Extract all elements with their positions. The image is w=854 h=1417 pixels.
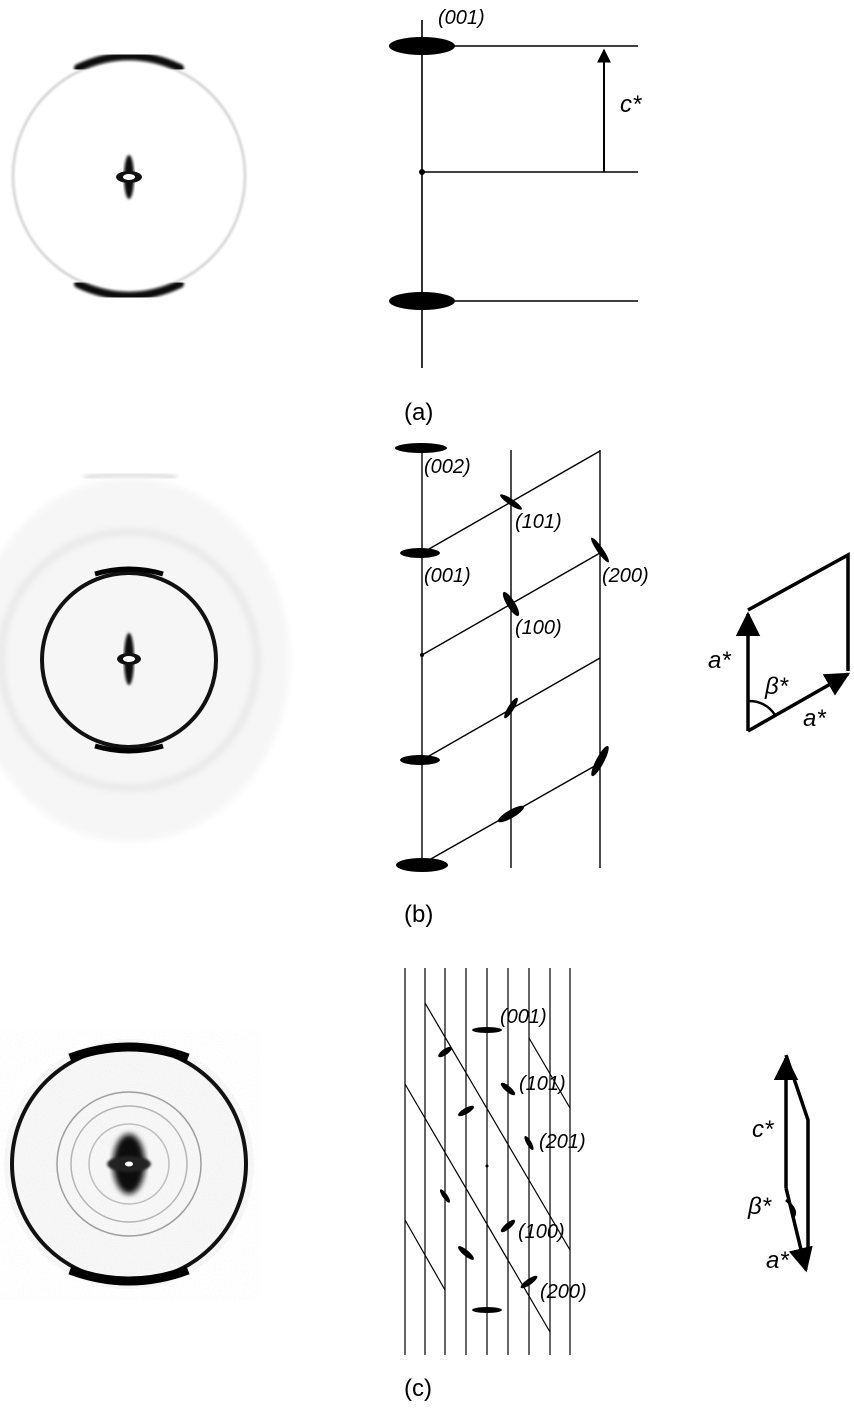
reflection-spot [389,292,455,310]
lattice-c [404,968,571,1355]
unit-cell-b [735,552,851,733]
angle-label: β* [747,1193,772,1220]
reflection-label: (002) [424,456,471,478]
reflection-spots-b [395,443,609,872]
angle-label: β* [764,673,789,700]
vector-label: c* [620,91,642,118]
reflection-label: (001) [438,7,485,29]
reflection-label: (100) [515,617,562,639]
panel-a: (001) c* (a) [12,7,642,426]
reflection-label: (100) [518,1221,565,1243]
reflection-label: (200) [602,565,649,587]
vector-label: a* [803,705,826,732]
reflection-label: (001) [424,565,471,587]
reflection-label: (101) [515,511,562,533]
reflection-spot [389,37,455,55]
origin-point [419,169,425,175]
reflection-label: (101) [519,1073,566,1095]
pattern-a [12,52,246,300]
vector-label: a* [766,1247,789,1274]
pattern-c [0,1030,260,1300]
vector-label: c* [752,1116,774,1143]
panel-label-a: (a) [404,399,433,426]
panel-label-c: (c) [404,1375,432,1402]
unit-cell-c [773,1054,813,1273]
panel-b: (002) (101) (001) (200) (100) a* β* a* (… [0,443,851,928]
panel-label-b: (b) [404,901,433,928]
panel-c: (001) (101) (201) (100) (200) c* β* a* (… [0,968,813,1402]
lattice-b [421,450,601,868]
pattern-b [0,471,290,842]
reflection-label: (201) [539,1131,586,1153]
lattice-a [421,20,638,368]
reflection-label: (001) [500,1006,547,1028]
reflection-spots-c [438,1027,538,1313]
vector-label: a* [708,647,731,674]
reflection-label: (200) [540,1281,587,1303]
